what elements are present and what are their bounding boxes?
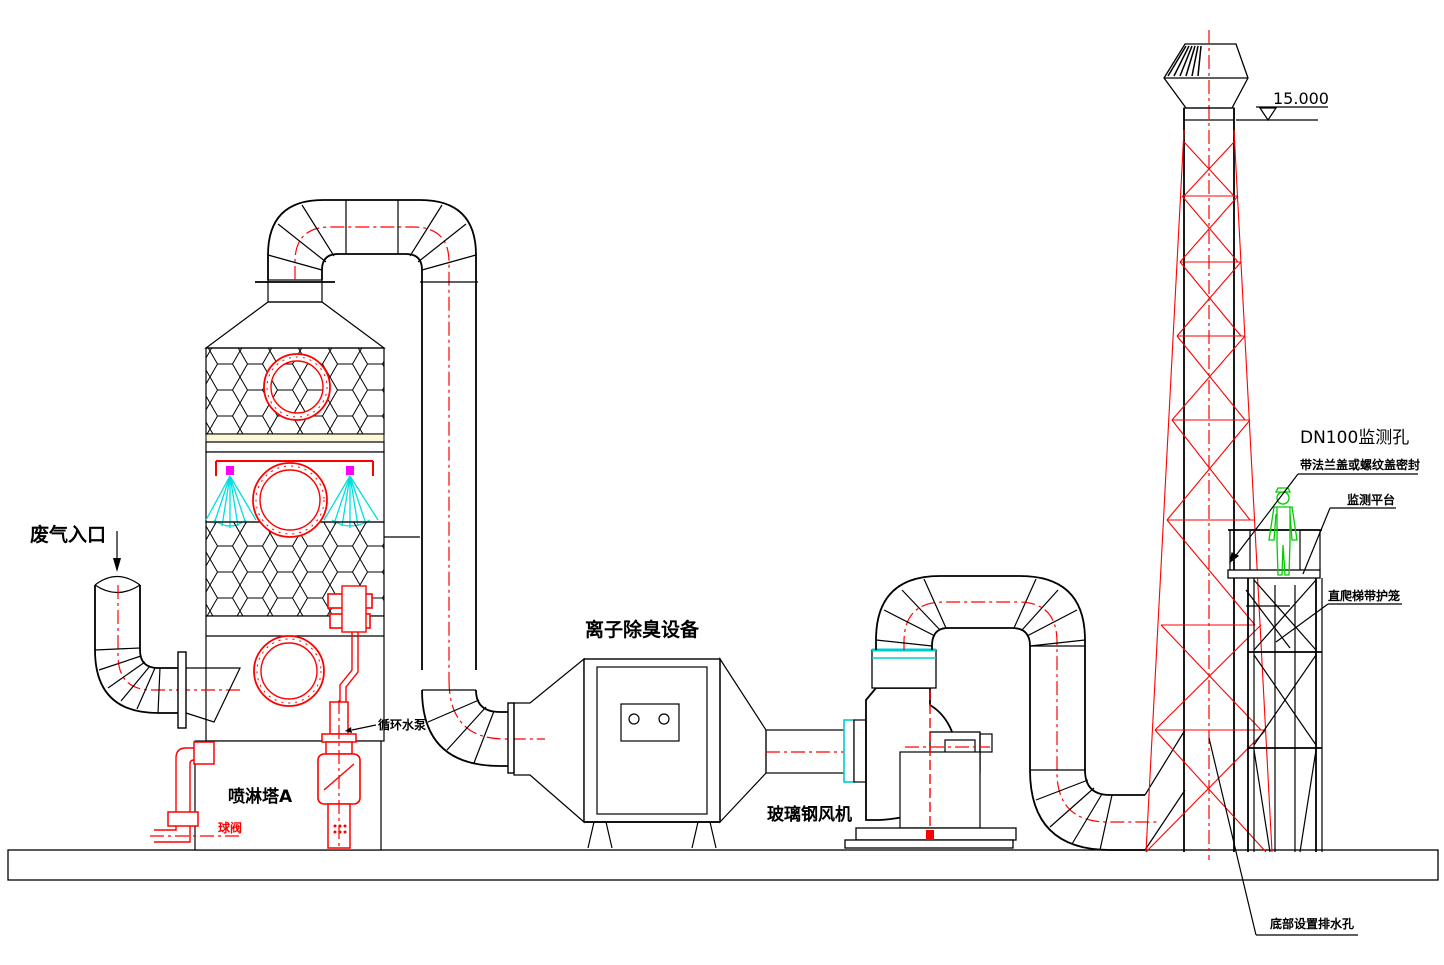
waste-gas-inlet-label: 废气入口 [30, 523, 106, 546]
top-u-duct [267, 199, 545, 774]
monitor-platform-label: 监测平台 [1347, 492, 1395, 507]
monitor-hole-label: DN100监测孔 [1300, 428, 1409, 448]
fan-stack-duct [875, 575, 1186, 851]
circulation-pump [317, 585, 373, 850]
ground-slab [7, 849, 1439, 881]
ladder-cage-label: 直爬梯带护笼 [1328, 588, 1400, 603]
elevation-label: 15.000 [1273, 89, 1329, 108]
frp-fan-label: 玻璃钢风机 [767, 804, 852, 825]
spray-tower [194, 279, 420, 851]
drain-hole-label: 底部设置排水孔 [1270, 916, 1354, 931]
monitor-hole-note: 带法兰盖或螺纹盖密封 [1300, 457, 1420, 472]
ion-deodorizer-label: 离子除臭设备 [585, 618, 700, 641]
ball-valve-piping [150, 741, 240, 843]
inlet-duct [94, 531, 241, 729]
worker-figure [1268, 487, 1298, 576]
pump-label: 循环水泵 [378, 717, 426, 732]
exhaust-stack [1145, 30, 1328, 860]
monitoring-platform [1227, 529, 1323, 853]
leader-lines [1208, 473, 1418, 936]
frp-fan [843, 648, 1017, 849]
ion-deodorizer [513, 656, 860, 849]
ball-valve-label: 球阀 [218, 820, 242, 835]
spray-tower-label: 喷淋塔A [228, 786, 293, 807]
